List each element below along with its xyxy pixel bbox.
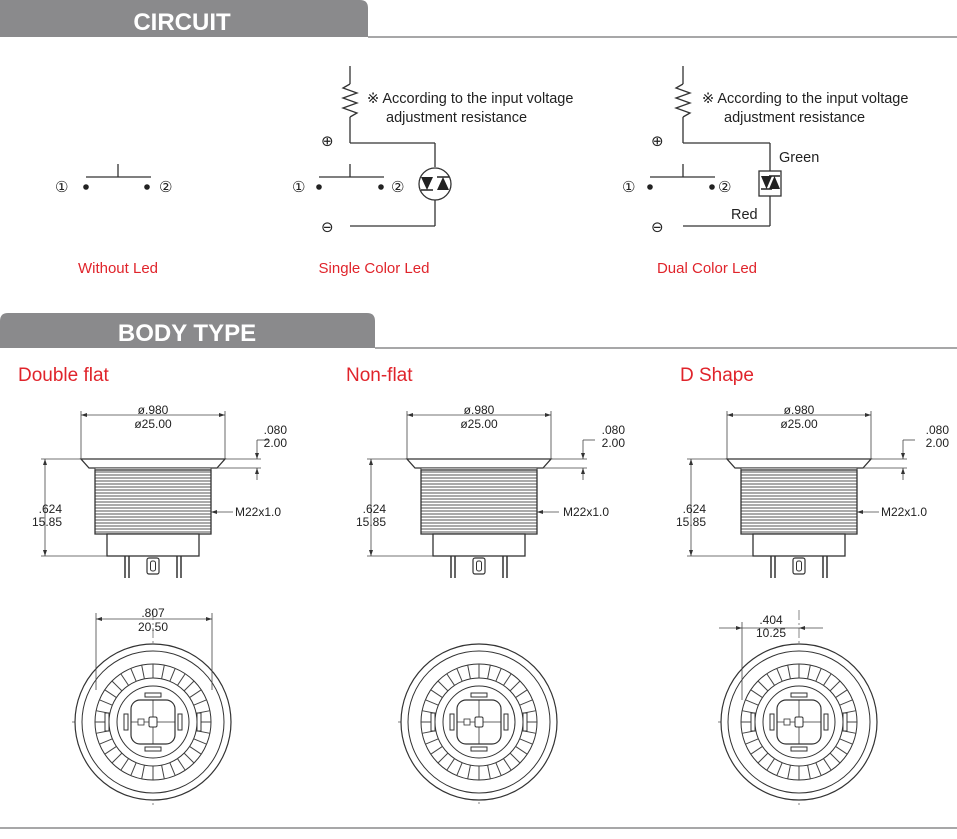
lip-inch: .080 (926, 423, 950, 437)
circuit-without-led: ① ② Without Led (55, 164, 172, 277)
lip-mm: 2.00 (602, 436, 626, 450)
diameter-mm: ø25.00 (780, 417, 818, 431)
pin-1-label: ① (55, 178, 68, 196)
height-mm: 15.85 (32, 515, 62, 529)
pin-1-label: ① (622, 178, 635, 196)
front-view-double-flat: .807 20.50 (72, 606, 234, 805)
side-views (41, 411, 915, 579)
lip-inch: .080 (264, 423, 288, 437)
caption-dual-color-led: Dual Color Led (657, 260, 757, 277)
body-title-d-shape: D Shape (680, 365, 754, 386)
dims-non-flat: ø.980 ø25.00 .080 2.00 .624 15.85 M22x1.… (356, 403, 625, 529)
height-inch: .624 (363, 502, 387, 516)
flat-width-inch: .807 (141, 606, 165, 620)
caption-single-color-led: Single Color Led (319, 260, 430, 277)
body-title-non-flat: Non-flat (346, 365, 413, 386)
diameter-mm: ø25.00 (460, 417, 498, 431)
resistor-note-line1: ※ According to the input voltage (367, 91, 573, 107)
body-type-header: BODY TYPE (0, 313, 957, 349)
caption-without-led: Without Led (78, 260, 158, 277)
red-label: Red (731, 207, 758, 223)
diameter-inch: ø.980 (464, 403, 495, 417)
diameter-mm: ø25.00 (134, 417, 172, 431)
circuit-single-color-led: ⊕ ⊖ ① ② ※ According to the input voltage… (292, 66, 573, 277)
resistor-note-line1: ※ According to the input voltage (702, 91, 908, 107)
diameter-inch: ø.980 (138, 403, 169, 417)
height-inch: .624 (683, 502, 707, 516)
dims-d-shape: ø.980 ø25.00 .080 2.00 .624 15.85 M22x1.… (676, 403, 949, 529)
resistor-note-line2: adjustment resistance (386, 110, 527, 126)
lip-mm: 2.00 (926, 436, 950, 450)
front-view-d-shape: .404 10.25 (718, 610, 880, 805)
body-type-title: BODY TYPE (118, 320, 256, 347)
pin-2-label: ② (718, 178, 731, 196)
circuit-title: CIRCUIT (133, 9, 231, 36)
green-label: Green (779, 150, 819, 166)
plus-terminal: ⊕ (651, 132, 664, 150)
flat-width-mm: 20.50 (138, 620, 168, 634)
lip-inch: .080 (602, 423, 626, 437)
diameter-inch: ø.980 (784, 403, 815, 417)
d-width-inch: .404 (759, 613, 783, 627)
resistor-note-line2: adjustment resistance (724, 110, 865, 126)
height-mm: 15.85 (356, 515, 386, 529)
side-view-d-shape (687, 411, 915, 579)
thread-label: M22x1.0 (563, 505, 609, 519)
pin-2-label: ② (391, 178, 404, 196)
side-view-double-flat (41, 411, 269, 579)
side-view-non-flat (367, 411, 595, 579)
circuit-header: CIRCUIT (0, 0, 957, 38)
minus-terminal: ⊖ (321, 218, 334, 236)
lip-mm: 2.00 (264, 436, 288, 450)
d-width-mm: 10.25 (756, 626, 786, 640)
front-view-non-flat (398, 643, 560, 805)
height-mm: 15.85 (676, 515, 706, 529)
pin-1-label: ① (292, 178, 305, 196)
dims-double-flat: ø.980 ø25.00 .080 2.00 .624 15.85 M22x1.… (32, 403, 287, 529)
minus-terminal: ⊖ (651, 218, 664, 236)
circuit-dual-color-led: ⊕ ⊖ Green Red ① ② ※ According to the inp… (622, 66, 908, 277)
pin-2-label: ② (159, 178, 172, 196)
plus-terminal: ⊕ (321, 132, 334, 150)
height-inch: .624 (39, 502, 63, 516)
thread-label: M22x1.0 (881, 505, 927, 519)
body-title-double-flat: Double flat (18, 365, 110, 386)
thread-label: M22x1.0 (235, 505, 281, 519)
